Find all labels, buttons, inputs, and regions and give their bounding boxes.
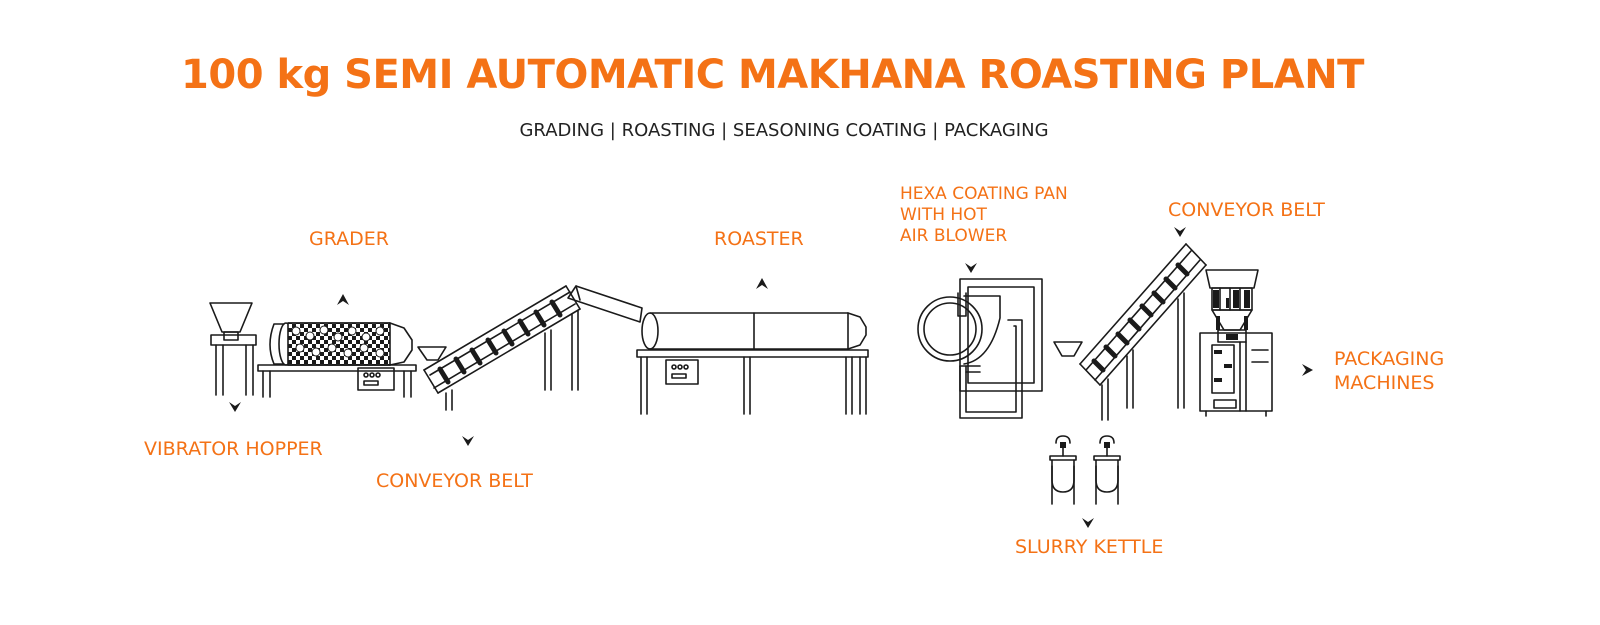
label-packaging-machines: PACKAGING MACHINES — [1334, 347, 1444, 395]
label-slurry-kettle: SLURRY KETTLE — [1015, 536, 1164, 558]
arrow-packaging-machines — [1302, 364, 1313, 376]
label-vibrator-hopper: VIBRATOR HOPPER — [144, 438, 323, 460]
arrow-conveyor-belt-1 — [462, 436, 474, 446]
label-hexa-coating-pan: HEXA COATING PAN WITH HOT AIR BLOWER — [900, 184, 1068, 247]
slurry-kettle-1 — [1049, 435, 1077, 505]
conveyor-belt-1 — [417, 285, 643, 411]
label-hexa-line-2: WITH HOT — [900, 205, 987, 225]
conveyor-belt-2 — [1053, 243, 1207, 421]
arrow-conveyor-belt-2 — [1174, 227, 1186, 237]
label-hexa-line-1: HEXA COATING PAN — [900, 184, 1068, 204]
arrow-vibrator-hopper — [229, 402, 241, 412]
arrow-roaster — [756, 278, 768, 289]
slurry-kettle-detail — [1060, 442, 1110, 448]
page-subtitle: GRADING | ROASTING | SEASONING COATING |… — [519, 120, 1049, 141]
vibrator-hopper — [209, 302, 257, 396]
grader — [257, 322, 417, 398]
label-hexa-line-3: AIR BLOWER — [900, 226, 1008, 246]
label-packaging-line-2: MACHINES — [1334, 372, 1435, 394]
label-packaging-line-1: PACKAGING — [1334, 348, 1445, 370]
arrow-hexa-coating-pan — [965, 263, 977, 273]
roaster — [636, 312, 869, 415]
hexa-coating-pan — [917, 278, 1043, 419]
slurry-kettle-2 — [1093, 435, 1121, 505]
packaging-machine-detail — [1213, 290, 1250, 382]
label-conveyor-belt-1: CONVEYOR BELT — [376, 470, 533, 492]
label-grader: GRADER — [309, 228, 389, 250]
arrow-grader — [337, 294, 349, 305]
label-conveyor-belt-2: CONVEYOR BELT — [1168, 199, 1325, 221]
arrow-slurry-kettle — [1082, 518, 1094, 528]
label-roaster: ROASTER — [714, 228, 804, 250]
page-title: 100 kg SEMI AUTOMATIC MAKHANA ROASTING P… — [181, 52, 1364, 98]
grader-drum-balls — [291, 325, 385, 358]
pointer-arrows — [229, 227, 1313, 528]
